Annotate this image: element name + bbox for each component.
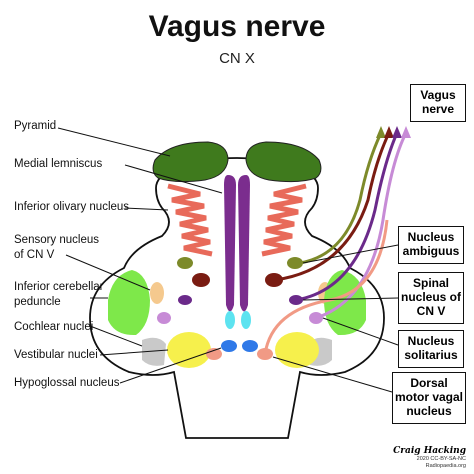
pyramid-left	[152, 141, 229, 183]
vagus-fiber-brown	[274, 132, 391, 282]
box-spinal-nucleus-cnv: Spinal nucleus of CN V	[398, 272, 464, 324]
vestibular-nucleus-left	[167, 332, 211, 368]
box-dorsal-motor-line3: nucleus	[406, 404, 452, 418]
arrowhead-brown	[384, 126, 394, 138]
label-inferior-cerebellar-peduncle: Inferior cerebellar peduncle	[14, 280, 103, 310]
pointer-vestibular	[99, 349, 169, 356]
pyramid-right	[245, 141, 322, 183]
brown-nucleus-left	[192, 273, 210, 287]
credit-license: 2020 CC-BY-SA-NC	[416, 456, 466, 462]
diagram-subtitle: CN X	[219, 50, 255, 67]
inferior-olive-left	[167, 183, 213, 257]
arrowhead-olive	[376, 126, 386, 138]
pointer-inferior-olive	[124, 207, 169, 211]
pointer-spinal-cnv	[302, 297, 399, 301]
label-hypoglossal-nucleus: Hypoglossal nucleus	[14, 377, 120, 389]
pointer-sensory-cnv	[65, 254, 151, 291]
box-vagus-nerve-line1: Vagus	[420, 88, 456, 102]
credit-block: Craig Hacking 2020 CC-BY-SA-NC Radiopaed…	[393, 446, 466, 470]
medial-lemniscus-left	[224, 175, 236, 312]
dorsal-vagal-nucleus-left	[206, 348, 222, 360]
pointer-hypoglossal	[119, 347, 222, 384]
inferior-cerebellar-peduncle-left	[108, 270, 150, 336]
pointer-nucleus-solitarius	[322, 317, 399, 346]
box-nucleus-ambiguus-line1: Nucleus	[407, 230, 455, 244]
box-dorsal-motor-vagal-nucleus: Dorsal motor vagal nucleus	[392, 372, 466, 424]
box-dorsal-motor-line2: motor vagal	[395, 390, 464, 404]
label-pyramid: Pyramid	[14, 120, 57, 132]
diagram-title: Vagus nerve	[148, 10, 326, 43]
credit-signature: Craig Hacking	[393, 446, 466, 456]
label-inferior-cerebellar-line1: Inferior cerebellar	[14, 281, 104, 293]
box-nucleus-solitarius-line1: Nucleus	[407, 334, 455, 348]
pointer-cochlear	[89, 325, 143, 347]
spinal-nucleus-cnv-left	[178, 295, 192, 305]
cyan-mark-left	[225, 311, 235, 329]
vagus-fiber-purple	[295, 132, 399, 302]
nucleus-ambiguus-left	[177, 257, 193, 269]
arrowhead-purple	[392, 126, 402, 138]
box-nucleus-ambiguus-line2: ambiguus	[402, 244, 460, 258]
label-sensory-nucleus-line1: Sensory nucleus	[14, 234, 100, 246]
pointer-nucleus-ambiguus	[302, 244, 399, 264]
nucleus-ambiguus-right	[287, 257, 303, 269]
box-nucleus-ambiguus: Nucleus ambiguus	[398, 226, 464, 264]
inferior-olive-right	[261, 183, 307, 257]
box-nucleus-solitarius: Nucleus solitarius	[398, 330, 464, 368]
cyan-mark-right	[241, 311, 251, 329]
hypoglossal-nucleus-right	[242, 340, 258, 352]
vagus-fiber-salmon	[263, 219, 389, 355]
brown-nucleus-right	[265, 273, 283, 287]
pointer-dorsal-motor	[272, 356, 393, 393]
label-vestibular-nuclei: Vestibular nuclei	[14, 349, 98, 361]
vagus-fiber-pink	[315, 132, 408, 320]
box-spinal-cnv-line2: nucleus of	[401, 290, 462, 304]
label-medial-lemniscus: Medial lemniscus	[14, 158, 103, 170]
arrowhead-pink	[401, 126, 411, 138]
label-inferior-olivary-nucleus: Inferior olivary nucleus	[14, 201, 130, 213]
pointer-medial-lemniscus	[124, 164, 223, 194]
vagus-fiber-olive	[299, 132, 383, 265]
label-sensory-nucleus: Sensory nucleus of CN V	[14, 233, 99, 263]
label-sensory-nucleus-line2: of CN V	[14, 249, 55, 261]
vestibular-nucleus-right	[275, 332, 319, 368]
label-inferior-cerebellar-line2: peduncle	[14, 296, 61, 308]
sensory-nucleus-cnv-left	[150, 282, 164, 304]
hypoglossal-nucleus-left	[221, 340, 237, 352]
cochlear-nucleus-left	[142, 337, 166, 366]
box-dorsal-motor-line1: Dorsal	[410, 376, 448, 390]
medial-lemniscus-right	[238, 175, 250, 312]
box-vagus-nerve: Vagus nerve	[410, 84, 466, 122]
credit-site: Radiopaedia.org	[425, 463, 466, 469]
pointer-pyramid	[57, 127, 171, 157]
box-nucleus-solitarius-line2: solitarius	[404, 348, 458, 362]
nucleus-solitarius-left	[157, 312, 171, 324]
label-cochlear-nuclei: Cochlear nuclei	[14, 321, 94, 333]
box-vagus-nerve-line2: nerve	[421, 102, 455, 116]
box-spinal-cnv-line3: CN V	[416, 304, 446, 318]
box-spinal-cnv-line1: Spinal	[412, 276, 449, 290]
